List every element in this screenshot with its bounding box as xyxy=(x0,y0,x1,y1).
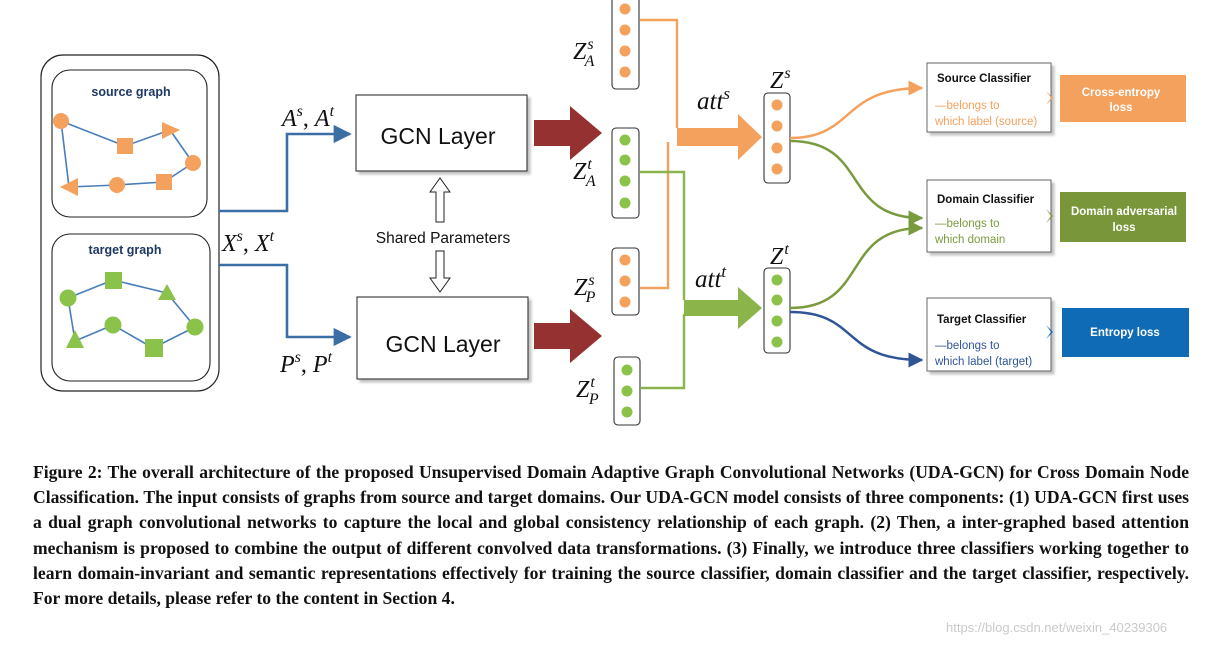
gcn-top-output-arrow xyxy=(534,106,602,160)
source-classifier-line2: which label (source) xyxy=(934,116,1037,128)
zs-to-domain-classifier xyxy=(789,139,924,226)
zt-to-target-classifier xyxy=(789,310,924,368)
input-features-label: Xs, Xt xyxy=(221,228,275,257)
domain-classifier: Domain Classifier —belongs to which doma… xyxy=(926,179,1052,253)
source-node xyxy=(60,178,78,196)
zs-to-source-classifier xyxy=(789,80,924,140)
cross-entropy-loss: Cross-entropy loss xyxy=(1060,75,1186,122)
target-classifier-line1: —belongs to xyxy=(935,340,1000,352)
cross-entropy-loss-line1: Cross-entropy xyxy=(1082,87,1161,99)
target-node xyxy=(145,339,163,357)
att-s-label: atts xyxy=(697,84,730,115)
source-node xyxy=(185,155,201,171)
figure-caption: Figure 2: The overall architecture of th… xyxy=(33,462,1189,609)
domain-adversarial-loss-line2: loss xyxy=(1112,222,1135,234)
target-node xyxy=(105,272,122,289)
z-pt-connector xyxy=(641,314,686,390)
domain-classifier-line2: which domain xyxy=(934,234,1005,246)
source-classifier-title: Source Classifier xyxy=(937,73,1031,85)
input-connectors xyxy=(219,124,352,347)
gcn-layer-top: GCN Layer xyxy=(355,94,528,172)
zt-to-domain-classifier xyxy=(789,220,924,310)
architecture-figure: source graph target graph xyxy=(40,0,1189,426)
target-classifier: Target Classifier —belongs to which labe… xyxy=(926,297,1052,372)
z-s-vector xyxy=(763,92,791,184)
att-t-arrow xyxy=(684,287,762,329)
source-classifier: Source Classifier —belongs to which labe… xyxy=(926,62,1052,133)
z-pt-vector xyxy=(613,356,641,426)
source-graph-nodes xyxy=(53,113,201,196)
chevron-domain-loss xyxy=(1046,209,1053,223)
domain-adversarial-loss-line1: Domain adversarial xyxy=(1071,206,1177,218)
source-graph-panel: source graph xyxy=(51,69,208,218)
shared-parameters-arrows xyxy=(429,177,451,293)
att-s-arrow xyxy=(677,114,762,160)
input-adjacency-label: As, At xyxy=(280,103,335,132)
cross-entropy-loss-line2: loss xyxy=(1109,102,1132,114)
chevron-target-loss xyxy=(1046,325,1053,339)
source-classifier-line1: —belongs to xyxy=(935,100,1000,112)
target-node xyxy=(104,316,122,334)
z-t-label: Zt xyxy=(770,241,789,270)
target-graph-label: target graph xyxy=(89,243,162,257)
chevron-source-loss xyxy=(1046,91,1053,105)
z-at-connector xyxy=(640,170,686,300)
source-node xyxy=(117,138,133,154)
domain-adversarial-loss: Domain adversarial loss xyxy=(1060,192,1186,242)
source-node xyxy=(156,174,172,190)
domain-classifier-line1: —belongs to xyxy=(935,218,1000,230)
source-node xyxy=(53,113,69,129)
target-node xyxy=(59,289,77,307)
source-node xyxy=(162,122,180,139)
z-ps-vector xyxy=(611,247,640,316)
gcn-bottom-output-arrow xyxy=(534,309,602,363)
z-as-connector xyxy=(640,18,679,128)
target-classifier-line2: which label (target) xyxy=(934,356,1032,368)
shared-parameters-label: Shared Parameters xyxy=(376,230,511,247)
input-ppmi-label: Ps, Pt xyxy=(279,349,333,378)
gcn-layer-bottom-label: GCN Layer xyxy=(385,331,500,357)
target-node xyxy=(186,318,204,336)
entropy-loss-line1: Entropy loss xyxy=(1090,327,1160,339)
source-node xyxy=(109,177,125,193)
target-node xyxy=(158,284,176,300)
watermark: https://blog.csdn.net/weixin_40239306 xyxy=(946,620,1168,635)
z-as-vector xyxy=(611,0,640,90)
gcn-layer-top-label: GCN Layer xyxy=(380,123,495,149)
z-s-label: Zs xyxy=(770,65,791,94)
gcn-layer-bottom: GCN Layer xyxy=(356,296,529,380)
target-graph-panel: target graph xyxy=(51,233,211,382)
z-t-vector xyxy=(763,267,791,354)
domain-classifier-title: Domain Classifier xyxy=(937,194,1035,206)
entropy-loss: Entropy loss xyxy=(1062,308,1189,357)
target-classifier-title: Target Classifier xyxy=(937,314,1027,326)
z-ps-connector xyxy=(640,142,670,290)
target-node xyxy=(66,330,84,348)
z-at-vector xyxy=(611,127,640,219)
target-graph-nodes xyxy=(59,272,204,357)
source-graph-label: source graph xyxy=(91,85,170,99)
att-t-label: attt xyxy=(695,262,727,293)
